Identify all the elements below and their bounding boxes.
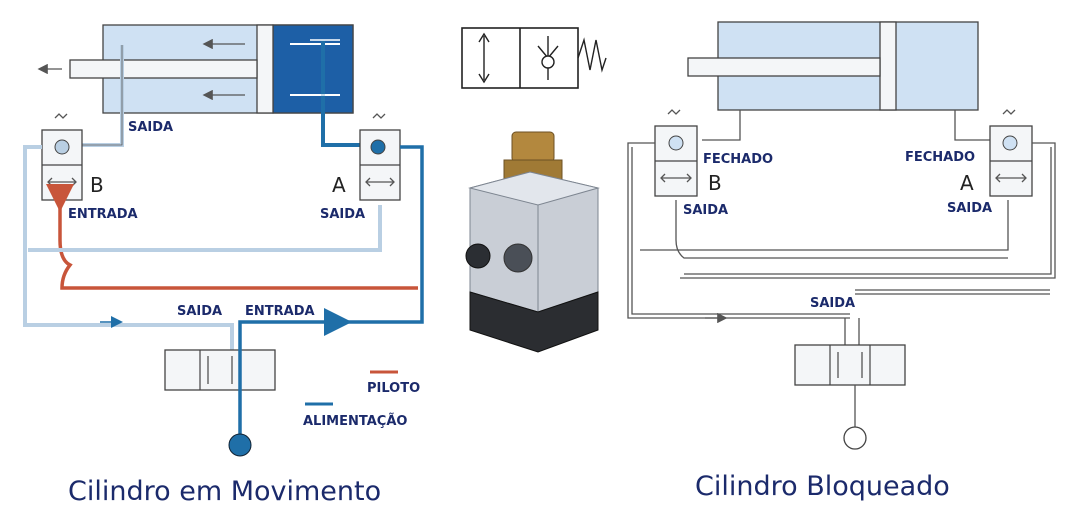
right-fechado-a: FECHADO	[905, 150, 975, 165]
left-port-a: A	[332, 173, 346, 197]
valve-symbol	[461, 27, 607, 89]
left-saida-a: SAIDA	[320, 207, 365, 222]
left-diagram: SAIDA B A ENTRADA SAIDA SAIDA ENTRADA PI…	[23, 24, 424, 507]
left-saida-top: SAIDA	[128, 120, 173, 135]
right-valve-b	[654, 109, 698, 197]
right-port-a: A	[960, 171, 974, 195]
right-main-valve	[794, 344, 906, 386]
left-legend: PILOTO ALIMENTAÇÃO	[303, 370, 420, 429]
left-entrada-b: ENTRADA	[68, 207, 138, 222]
valve-photo	[465, 131, 600, 353]
right-valve-a	[989, 109, 1033, 197]
legend-alimentacao-label: ALIMENTAÇÃO	[303, 413, 407, 429]
left-caption: Cilindro em Movimento	[68, 476, 381, 507]
right-saida-bottom: SAIDA	[810, 296, 855, 311]
left-valve-b	[41, 113, 83, 201]
right-cylinder	[687, 21, 979, 111]
right-saida-b: SAIDA	[683, 203, 728, 218]
legend-piloto-label: PILOTO	[367, 381, 420, 396]
left-saida-bottom: SAIDA	[177, 304, 222, 319]
right-air-source	[843, 426, 867, 450]
left-port-b: B	[90, 173, 104, 197]
left-air-source	[228, 433, 252, 457]
left-main-valve	[164, 349, 276, 391]
left-entrada-bottom: ENTRADA	[245, 304, 315, 319]
right-caption: Cilindro Bloqueado	[695, 471, 950, 502]
left-valve-a	[359, 113, 401, 201]
left-cylinder	[37, 24, 354, 114]
right-diagram: FECHADO FECHADO B A SAIDA SAIDA SAIDA Ci…	[627, 21, 1056, 502]
right-saida-a: SAIDA	[947, 201, 992, 216]
right-port-b: B	[708, 171, 722, 195]
right-fechado-b: FECHADO	[703, 152, 773, 167]
